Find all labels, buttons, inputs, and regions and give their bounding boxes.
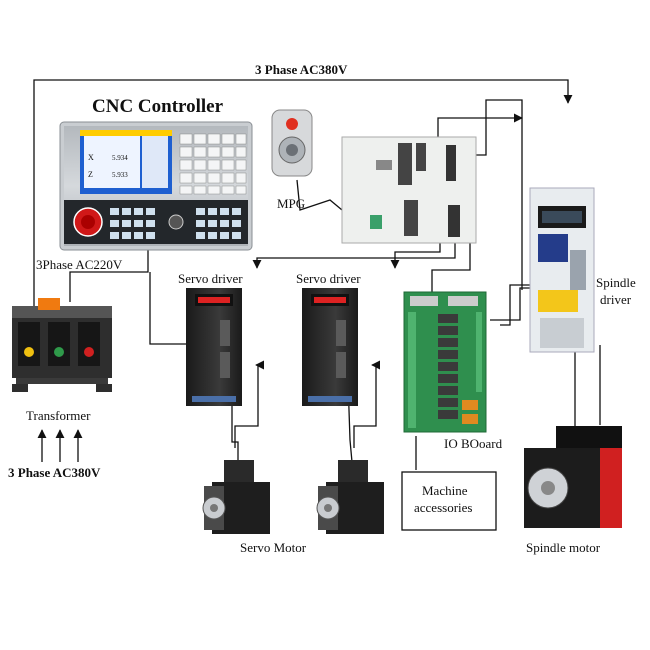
input-power-label: 3 Phase AC380V bbox=[8, 465, 101, 480]
screen-x-axis: X bbox=[88, 153, 94, 162]
cnc-controller-title: CNC Controller bbox=[92, 96, 224, 117]
servo-driver-2-label: Servo driver bbox=[296, 271, 361, 286]
wire-interface-spindle2 bbox=[470, 99, 523, 290]
servo-motor-1 bbox=[202, 460, 270, 534]
servo-motor-label: Servo Motor bbox=[240, 540, 307, 555]
top-power-label: 3 Phase AC380V bbox=[255, 62, 348, 77]
wire-servo1-encoder bbox=[234, 360, 265, 448]
machine-accessories-line1: Machine bbox=[422, 483, 468, 498]
servo-driver-1 bbox=[186, 288, 242, 406]
io-board bbox=[403, 291, 487, 433]
servo-driver-1-label: Servo driver bbox=[178, 271, 243, 286]
wire-380v-top bbox=[33, 79, 573, 308]
screen-z-value: 5.933 bbox=[112, 171, 128, 179]
wire-interface-servo2 bbox=[390, 240, 441, 269]
controller-screen: X 5.934 Z 5.933 bbox=[80, 130, 172, 194]
controller-ac-label: 3Phase AC220V bbox=[36, 257, 123, 272]
machine-accessories-line2: accessories bbox=[414, 500, 472, 515]
mpg-label: MPG bbox=[277, 196, 305, 211]
spindle-driver-label-line1: Spindle bbox=[596, 275, 636, 290]
controller-keypad bbox=[179, 133, 247, 195]
cnc-controller: X 5.934 Z 5.933 bbox=[59, 121, 253, 251]
servo-driver-2 bbox=[302, 288, 358, 406]
transformer bbox=[12, 298, 112, 392]
interface-board bbox=[341, 136, 477, 244]
feed-override-knob bbox=[168, 214, 184, 230]
mpg-handwheel bbox=[271, 109, 313, 177]
machine-accessories-box bbox=[401, 471, 497, 531]
servo-motor-2 bbox=[316, 460, 384, 534]
io-board-label: IO BOoard bbox=[444, 436, 503, 451]
spindle-driver-label-line2: driver bbox=[600, 292, 632, 307]
transformer-label: Transformer bbox=[26, 408, 91, 423]
wire-interface-servo1 bbox=[252, 240, 456, 269]
controller-function-keys bbox=[110, 208, 241, 239]
spindle-motor bbox=[524, 426, 622, 528]
wire-220v-controller bbox=[69, 250, 149, 302]
spindle-motor-label: Spindle motor bbox=[526, 540, 601, 555]
screen-z-axis: Z bbox=[88, 170, 93, 179]
spindle-driver bbox=[529, 187, 595, 353]
screen-x-value: 5.934 bbox=[112, 154, 128, 162]
wire-io-spindle bbox=[500, 284, 540, 326]
wire-servo2-encoder bbox=[353, 360, 381, 448]
